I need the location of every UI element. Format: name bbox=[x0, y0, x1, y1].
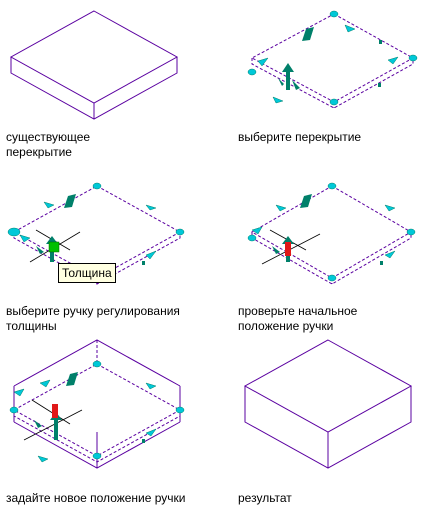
caption-select-thickness-grip: выберите ручку регулирования толщины bbox=[6, 304, 180, 333]
caption-select-slab: выберите перекрытие bbox=[238, 130, 362, 144]
thickness-tooltip: Толщина bbox=[58, 263, 116, 283]
caption-set-new-grip-position: задайте новое положение ручки bbox=[6, 491, 186, 505]
caption-existing-slab: существующее перекрытие bbox=[6, 130, 91, 159]
caption-check-grip-position: проверьте начальное положение ручки bbox=[238, 304, 358, 333]
caption-result: результат bbox=[238, 491, 292, 505]
